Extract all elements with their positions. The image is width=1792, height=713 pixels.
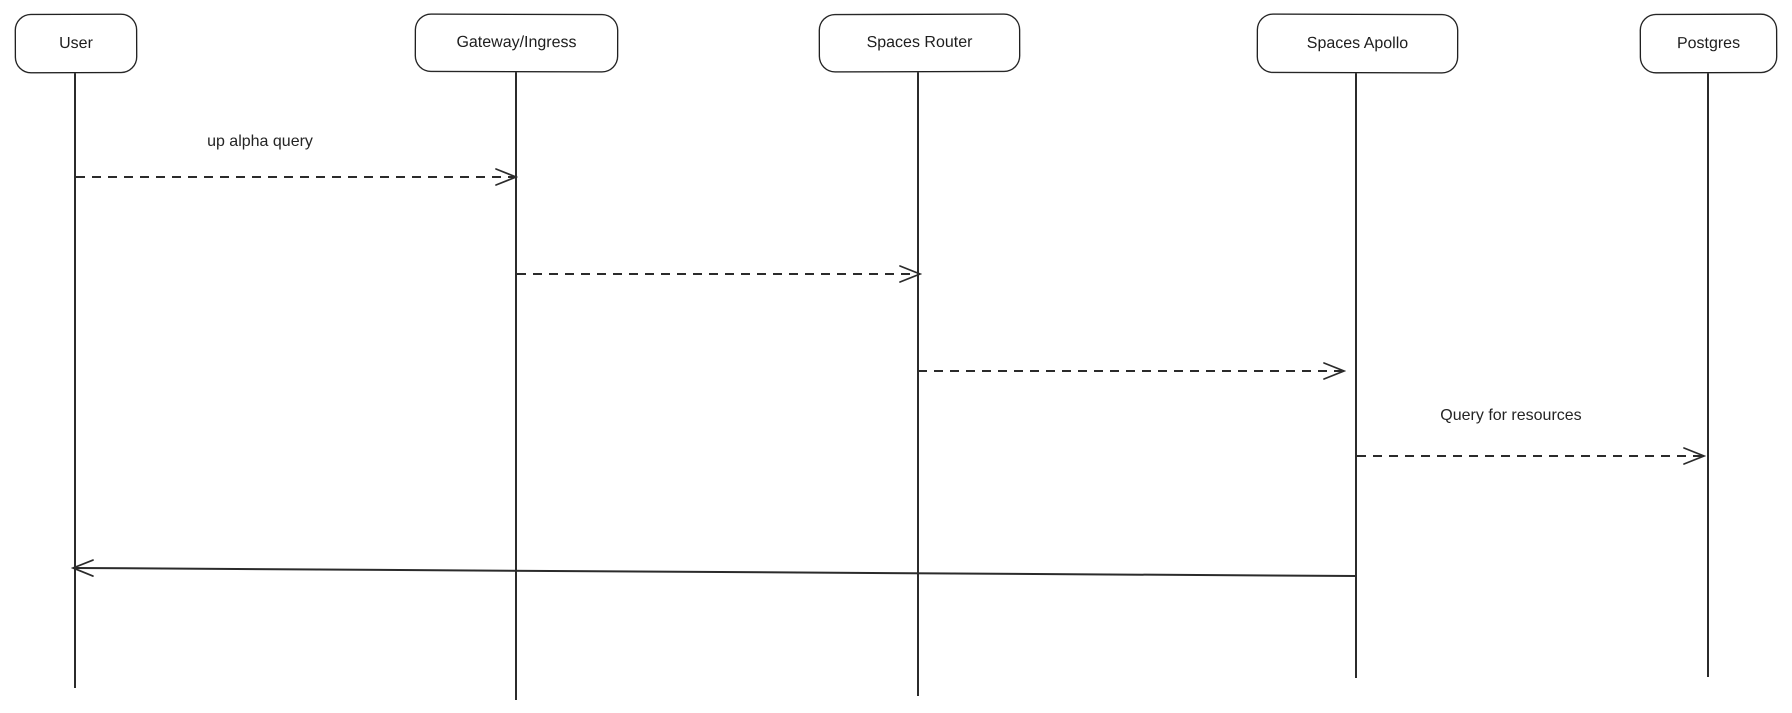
actor-label-spaces-apollo: Spaces Apollo (1306, 34, 1409, 52)
lifeline-user (74, 73, 76, 688)
arrowhead-right-icon (899, 265, 922, 283)
actor-box-postgres: Postgres (1639, 13, 1778, 74)
message-arrow-return-apollo-to-user (70, 559, 1356, 577)
lifeline-gateway-ingress (515, 72, 517, 700)
lifeline-postgres (1707, 73, 1709, 677)
arrowhead-right-icon (1323, 362, 1346, 380)
actor-label-postgres: Postgres (1676, 34, 1741, 52)
lifeline-spaces-apollo (1355, 73, 1357, 678)
message-line (76, 176, 514, 178)
arrowhead-left-icon (70, 559, 94, 577)
message-line (517, 273, 918, 275)
actor-label-gateway-ingress: Gateway/Ingress (456, 33, 577, 52)
message-line (75, 567, 1356, 577)
lifeline-spaces-router (917, 72, 919, 696)
actor-box-spaces-router: Spaces Router (818, 13, 1021, 73)
arrowhead-right-icon (495, 168, 518, 186)
actor-box-gateway-ingress: Gateway/Ingress (414, 13, 619, 73)
message-label-up-alpha-query: up alpha query (207, 133, 313, 150)
arrowhead-right-icon (1683, 447, 1706, 465)
actor-label-spaces-router: Spaces Router (866, 33, 973, 52)
actor-box-user: User (14, 13, 138, 74)
message-line (918, 370, 1342, 372)
actor-box-spaces-apollo: Spaces Apollo (1256, 13, 1459, 74)
message-line (1357, 455, 1702, 457)
message-label-query-for-resources: Query for resources (1440, 407, 1582, 424)
actor-label-user: User (59, 34, 93, 52)
